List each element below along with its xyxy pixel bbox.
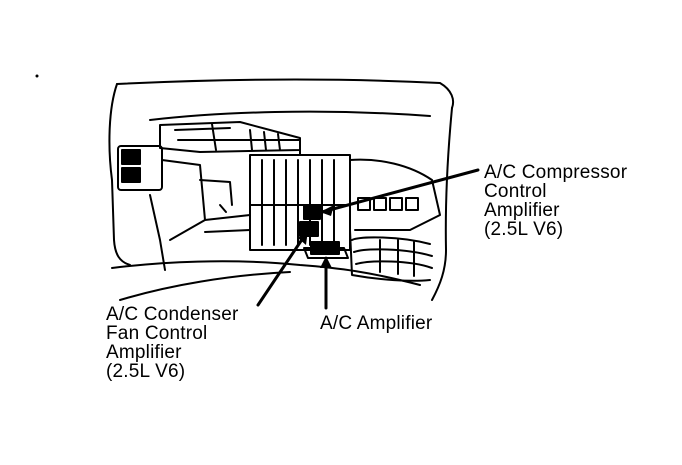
cluster-rings [351, 236, 433, 269]
label-line: A/C Amplifier [320, 313, 433, 334]
dash-left-edge [108, 83, 131, 266]
condenser-amplifier-module [299, 221, 319, 237]
left-panel-post [199, 179, 233, 213]
label-condenser-fan-control-amplifier: A/C Condenser Fan Control Amplifier (2.5… [106, 305, 239, 381]
dash-lower-curve [119, 271, 291, 301]
label-line: Amplifier [106, 342, 182, 363]
right-vent-lines [379, 239, 415, 277]
hvac-top-brace [229, 139, 301, 156]
leader-compressor-arrow [320, 205, 334, 216]
right-cluster-outline [349, 158, 441, 231]
left-switch-top [121, 149, 141, 165]
left-panel-bracket [161, 159, 206, 241]
label-line: Control [484, 181, 547, 202]
label-ac-amplifier: A/C Amplifier [320, 314, 432, 333]
label-line: Amplifier [484, 200, 560, 221]
leader-amplifier-arrow [320, 256, 332, 268]
label-line: A/C Condenser [106, 304, 239, 325]
dash-right-edge [431, 107, 453, 301]
hvac-box-ribs [261, 159, 335, 246]
leader-condenser [256, 230, 309, 307]
compressor-amplifier-module [303, 204, 321, 220]
left-switch-bottom [121, 167, 141, 183]
dashboard-drawing [35, 74, 480, 310]
left-support-rod [149, 194, 166, 271]
cluster-box-4 [405, 197, 419, 211]
leader-condenser-arrow [298, 230, 308, 245]
cluster-box-3 [389, 197, 403, 211]
cluster-box-1 [357, 197, 371, 211]
label-line: (2.5L V6) [106, 361, 186, 382]
cluster-box-2 [373, 197, 387, 211]
dash-bottom-sweep [111, 260, 421, 286]
label-compressor-control-amplifier: A/C Compressor Control Amplifier (2.5L V… [484, 163, 627, 239]
right-lower-panel [349, 229, 431, 282]
ac-amplifier-bracket [303, 247, 349, 259]
stray-mark [35, 74, 39, 78]
dash-inner-top [149, 110, 431, 121]
label-line: A/C Compressor [484, 162, 628, 183]
leader-compressor [320, 168, 480, 214]
label-line: Fan Control [106, 323, 208, 344]
duct-lines [174, 123, 261, 151]
dash-top-outline [116, 78, 455, 109]
hvac-left-brace [204, 214, 251, 233]
label-line: (2.5L V6) [484, 219, 564, 240]
left-switch-panel [117, 145, 163, 191]
